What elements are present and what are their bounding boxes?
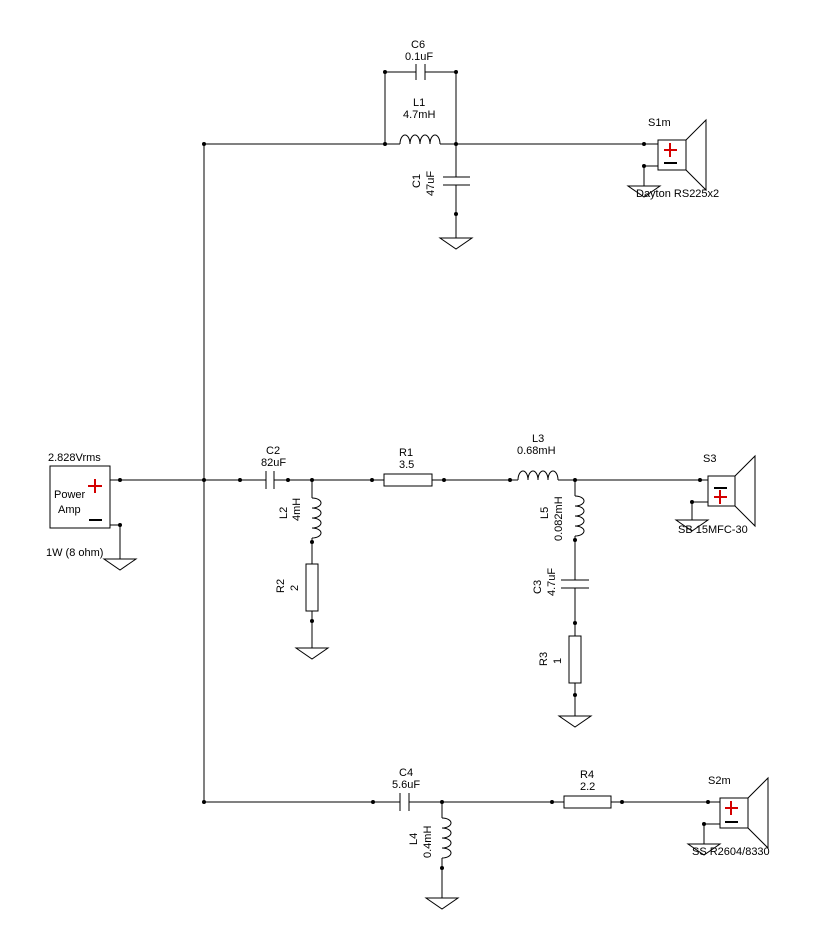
- source-line2: Amp: [58, 504, 81, 516]
- inductor-l1[interactable]: [396, 134, 442, 145]
- main-bus: [120, 144, 244, 802]
- c1-value: 47uF: [425, 171, 437, 196]
- capacitor-c1[interactable]: [443, 176, 470, 186]
- c3-value: 4.7uF: [546, 568, 558, 596]
- s3-label: S3: [703, 453, 716, 465]
- s1m-label: S1m: [648, 117, 671, 129]
- c6-label: C6: [411, 39, 425, 51]
- l2-value: 4mH: [291, 498, 303, 521]
- power-amp-source[interactable]: Power Amp 2.828Vrms 1W (8 ohm): [46, 452, 137, 571]
- bottom-branch: C4 5.6uF R4 2.2 L4 0.4mH S2m SS R26: [204, 767, 770, 910]
- tweeter-branch: C6 0.1uF L1 4.7mH C1 47uF: [204, 39, 719, 250]
- l4-value: 0.4mH: [422, 826, 434, 858]
- resistor-r4[interactable]: [563, 795, 612, 809]
- speaker-s2m[interactable]: [687, 776, 769, 856]
- capacitor-c6[interactable]: [415, 64, 426, 80]
- resistor-r2[interactable]: [305, 563, 319, 612]
- l5-value: 0.082mH: [553, 496, 565, 541]
- mid-branch: C2 82uF R1 3.5 L3 0.68mH L2 4mH R2 2: [244, 433, 756, 728]
- resistor-r1[interactable]: [383, 473, 433, 487]
- source-ground: [103, 548, 137, 571]
- s1m-model: Dayton RS225x2: [636, 188, 719, 200]
- l5-label: L5: [539, 507, 551, 519]
- source-power: 1W (8 ohm): [46, 547, 103, 559]
- c1-label: C1: [411, 174, 423, 188]
- c6-value: 0.1uF: [405, 51, 433, 63]
- c3-label: C3: [532, 580, 544, 594]
- inductor-l5[interactable]: [574, 495, 585, 537]
- speaker-s1m[interactable]: [627, 118, 707, 198]
- c2-label: C2: [266, 445, 280, 457]
- r1-label: R1: [399, 447, 413, 459]
- l3-value: 0.68mH: [517, 445, 556, 457]
- l3-label: L3: [532, 433, 544, 445]
- r3-label: R3: [538, 652, 550, 666]
- capacitor-c3[interactable]: [561, 579, 589, 589]
- r4-label: R4: [580, 769, 594, 781]
- l1-value: 4.7mH: [403, 109, 435, 121]
- s2m-label: S2m: [708, 775, 731, 787]
- source-line1: Power: [54, 489, 86, 501]
- c4-label: C4: [399, 767, 413, 779]
- source-voltage: 2.828Vrms: [48, 452, 101, 464]
- r2-label: R2: [275, 579, 287, 593]
- r1-value: 3.5: [399, 459, 414, 471]
- c4-value: 5.6uF: [392, 779, 420, 791]
- capacitor-c2[interactable]: [265, 471, 275, 489]
- r3-value: 1: [552, 658, 564, 664]
- s2m-model: SS R2604/8330: [692, 846, 770, 858]
- resistor-r3[interactable]: [568, 635, 582, 684]
- r2-value: 2: [289, 585, 301, 591]
- r4-value: 2.2: [580, 781, 595, 793]
- l2-label: L2: [278, 507, 290, 519]
- capacitor-c4[interactable]: [399, 793, 410, 811]
- speaker-s3[interactable]: [675, 454, 756, 532]
- c2-value: 82uF: [261, 457, 286, 469]
- l1-label: L1: [413, 97, 425, 109]
- s3-model: SB 15MFC-30: [678, 524, 748, 536]
- inductor-l2[interactable]: [311, 497, 322, 539]
- inductor-l3[interactable]: [517, 470, 559, 481]
- inductor-l4[interactable]: [441, 817, 452, 859]
- l4-label: L4: [408, 833, 420, 845]
